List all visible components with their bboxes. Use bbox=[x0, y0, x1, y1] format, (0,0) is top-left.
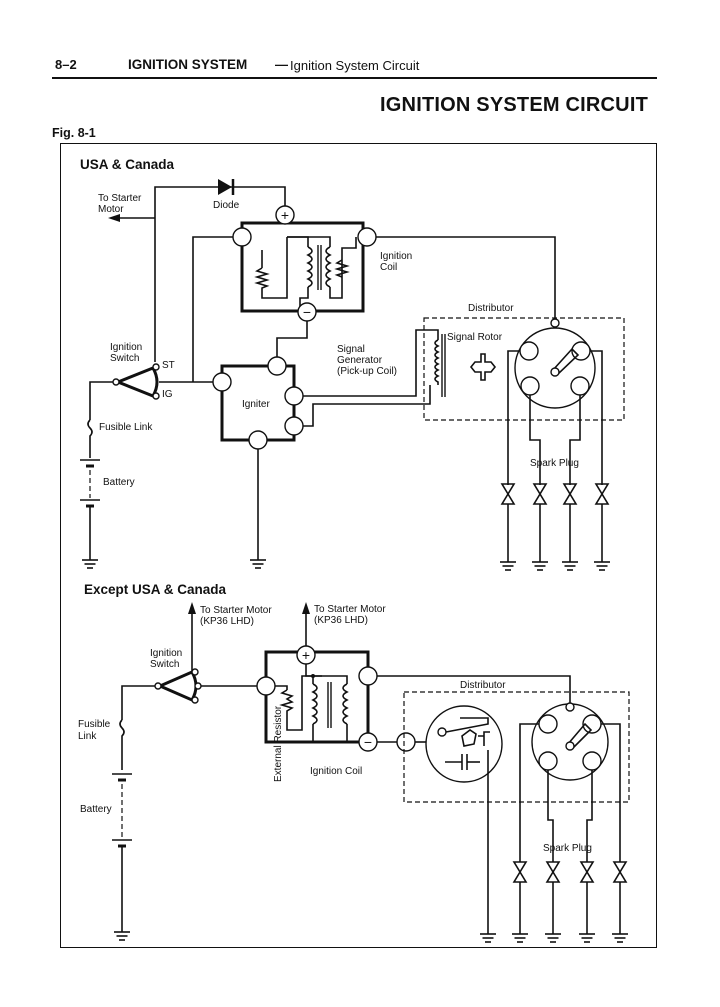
starter-right-label-1: To Starter Motor bbox=[314, 604, 386, 615]
coil-winding-2 bbox=[325, 246, 332, 288]
bottom-distributor-label: Distributor bbox=[460, 680, 506, 691]
bottom-heading: Except USA & Canada bbox=[84, 582, 227, 597]
ground-icon bbox=[81, 559, 99, 569]
bottom-ignition-switch-label-1: Ignition bbox=[150, 648, 182, 659]
svg-text:+: + bbox=[302, 647, 310, 663]
coil-winding-1 bbox=[306, 246, 313, 288]
starter-right-label-2: (KP36 LHD) bbox=[314, 615, 368, 626]
signal-rotor-label: Signal Rotor bbox=[447, 332, 503, 343]
starter-arrow-icon bbox=[108, 214, 120, 222]
ignition-switch-label-1: Ignition bbox=[110, 342, 142, 353]
signal-gen-label-1: Signal bbox=[337, 344, 365, 355]
starter-arrow-right-icon bbox=[302, 602, 310, 614]
top-heading: USA & Canada bbox=[80, 157, 175, 172]
spark-plug-label: Spark Plug bbox=[530, 458, 579, 469]
external-resistor-icon bbox=[279, 689, 294, 722]
external-resistor-label: External Resistor bbox=[273, 705, 284, 782]
fusible-link-label: Fusible Link bbox=[99, 422, 153, 433]
distributor-box bbox=[423, 317, 625, 421]
bottom-ignition-switch-icon bbox=[156, 670, 198, 702]
ignition-coil-label-1: Ignition bbox=[380, 251, 412, 262]
bottom-diagram: Except USA & Canada To Starter Motor (KP… bbox=[78, 582, 630, 943]
page-title: IGNITION SYSTEM CIRCUIT bbox=[380, 94, 648, 116]
page-number: 8–2 bbox=[55, 57, 77, 72]
header-dash: — bbox=[275, 57, 288, 72]
bottom-ignition-coil-label: Ignition Coil bbox=[310, 766, 362, 777]
starter-label-line1: To Starter bbox=[98, 193, 142, 204]
signal-gen-label-3: (Pick-up Coil) bbox=[337, 366, 397, 377]
spark-plug-icon bbox=[501, 483, 515, 505]
ignition-switch-label-2: Switch bbox=[110, 353, 139, 364]
top-diagram: USA & Canada To Starter Motor Diode + − … bbox=[80, 157, 625, 571]
fusible-link-icon bbox=[87, 419, 93, 458]
section-title: IGNITION SYSTEM bbox=[128, 57, 248, 72]
header-rule bbox=[52, 77, 657, 79]
starter-left-label-2: (KP36 LHD) bbox=[200, 616, 254, 627]
diode-icon bbox=[218, 179, 232, 195]
bottom-ignition-switch-label-2: Switch bbox=[150, 659, 179, 670]
bottom-spark-plug-label: Spark Plug bbox=[543, 843, 592, 854]
figure-label: Fig. 8-1 bbox=[52, 126, 96, 140]
coil-left-terminal bbox=[232, 227, 252, 247]
ignition-switch-icon bbox=[113, 366, 159, 398]
bottom-coil-winding-1 bbox=[311, 683, 318, 725]
starter-arrow-left-icon bbox=[188, 602, 196, 614]
svg-text:−: − bbox=[364, 734, 372, 750]
pickup-coil-icon bbox=[434, 339, 440, 385]
battery-label: Battery bbox=[103, 477, 135, 488]
ig-label: IG bbox=[162, 389, 173, 400]
bottom-battery-label: Battery bbox=[80, 804, 112, 815]
bottom-fusible-link-icon bbox=[119, 719, 125, 770]
svg-text:−: − bbox=[303, 304, 311, 320]
diode-label: Diode bbox=[213, 200, 240, 211]
signal-rotor-icon bbox=[469, 353, 497, 381]
starter-left-label-1: To Starter Motor bbox=[200, 605, 272, 616]
starter-label-line2: Motor bbox=[98, 204, 124, 215]
bottom-distributor-box bbox=[403, 691, 630, 803]
bottom-fusible-label-2: Link bbox=[78, 731, 97, 742]
ignition-coil-label-2: Coil bbox=[380, 262, 397, 273]
bottom-spark-plug-icon bbox=[513, 861, 527, 883]
igniter-label: Igniter bbox=[242, 399, 270, 410]
bottom-fusible-label-1: Fusible bbox=[78, 719, 111, 730]
signal-gen-label-2: Generator bbox=[337, 355, 383, 366]
coil-right-terminal bbox=[357, 227, 377, 247]
distributor-label: Distributor bbox=[468, 303, 514, 314]
st-label: ST bbox=[162, 360, 175, 371]
bottom-coil-winding-2 bbox=[342, 683, 349, 725]
coil-plus-terminal bbox=[275, 205, 295, 225]
figure-frame bbox=[60, 143, 657, 948]
svg-text:+: + bbox=[281, 207, 289, 223]
coil-primary bbox=[254, 237, 288, 299]
subsection-title: Ignition System Circuit bbox=[290, 58, 420, 73]
